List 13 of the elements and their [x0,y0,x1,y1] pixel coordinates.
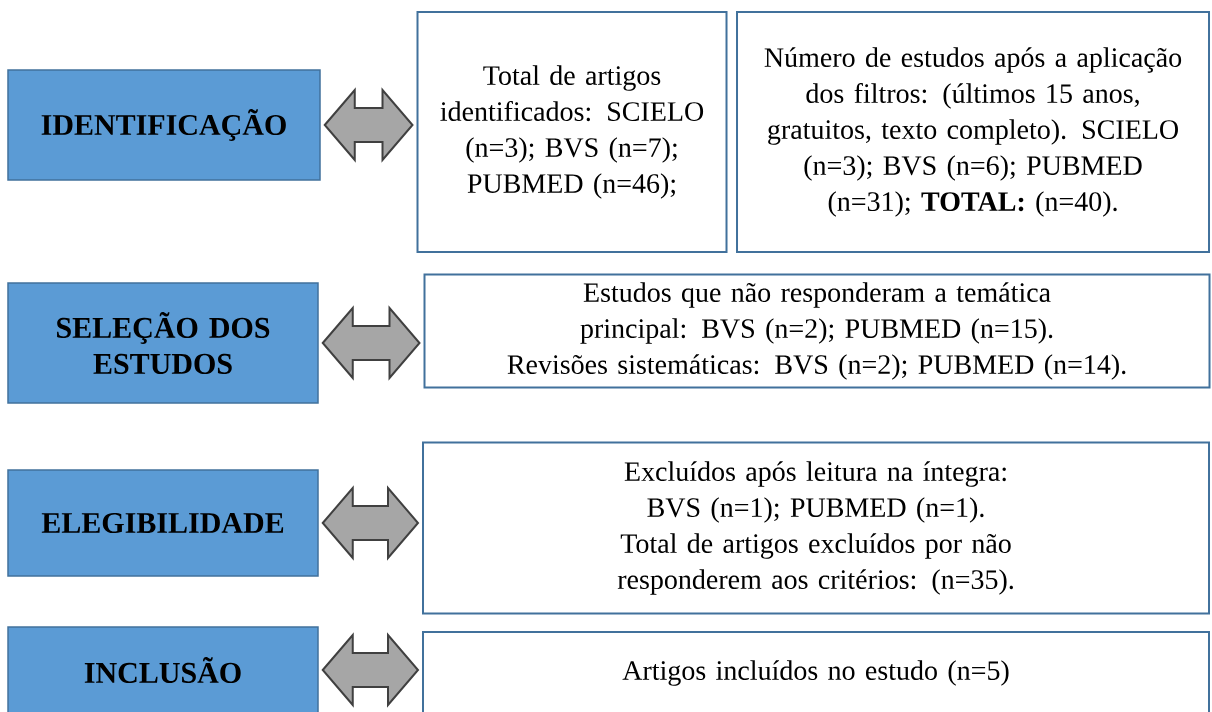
result-box: Número de estudos após a aplicação dos filtros: (últimos 15 anos, gratuitos, texto completo). SCIELO (n=3); BVS (n=6); PUBMED (n=31); TOTAL: (n=40). [736,11,1210,253]
double-arrow [321,305,421,381]
result-box: Total de artigos identificados: SCIELO (n=3); BVS (n=7); PUBMED (n=46); [416,11,728,253]
stage-box: IDENTIFICAÇÃO [7,69,321,181]
result-box: Excluídos após leitura na íntegra: BVS (n=1); PUBMED (n=1). Total de artigos excluídos por não responderem aos critérios: (n=35). [422,441,1210,615]
stage-box: SELEÇÃO DOS ESTUDOS [7,282,319,404]
double-arrow [321,632,420,708]
stage-box: ELEGIBILIDADE [7,469,319,577]
double-arrow [321,485,420,561]
double-arrow [323,87,414,163]
result-box: Estudos que não responderam a temática principal: BVS (n=2); PUBMED (n=15). Revisões sistemáticas: BVS (n=2); PUBMED (n=14). [423,273,1211,389]
stage-box: INCLUSÃO [7,626,319,712]
result-box: Artigos incluídos no estudo (n=5) [422,631,1210,712]
